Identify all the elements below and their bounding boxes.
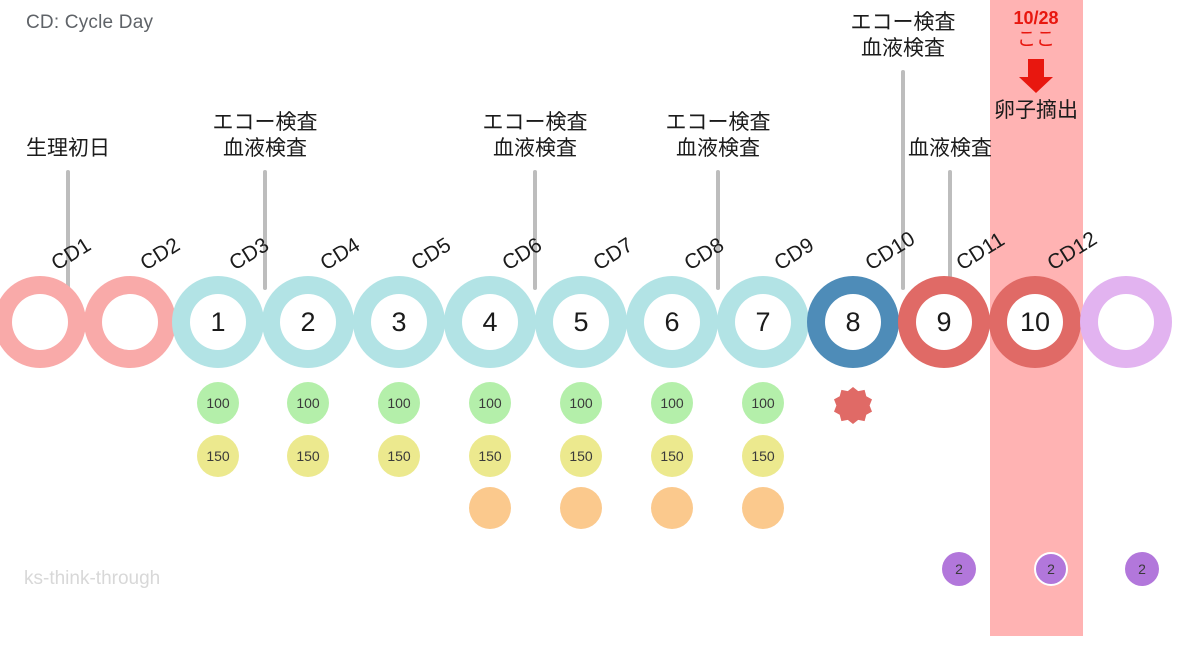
egg-retrieval-callout: 10/28 ここ 卵子摘出	[994, 8, 1078, 123]
medication-dot-yellow[interactable]: 150	[469, 435, 511, 477]
event-label: エコー検査血液検査	[483, 110, 588, 161]
event-label-line: 血液検査	[676, 136, 760, 160]
day-node-empty[interactable]	[84, 276, 176, 368]
event-label-line: 血液検査	[223, 136, 307, 160]
cycle-day-tick-cd8: CD8	[679, 233, 728, 276]
event-label-line: 血液検査	[861, 36, 945, 60]
day-node-number	[12, 294, 68, 350]
medication-dot-orange[interactable]	[742, 487, 784, 529]
day-node-number: 1	[190, 294, 246, 350]
cycle-day-tick-cd5: CD5	[406, 233, 455, 276]
day-node-number: 8	[825, 294, 881, 350]
callout-date: 10/28	[1013, 8, 1059, 28]
cycle-day-tick-cd2: CD2	[136, 233, 185, 276]
day-node-8[interactable]: 8	[807, 276, 899, 368]
watermark-label: ks-think-through	[24, 568, 161, 589]
event-label: エコー検査血液検査	[213, 110, 318, 161]
medication-dot-green[interactable]: 100	[469, 382, 511, 424]
event-label: 生理初日	[26, 136, 110, 162]
event-label-line: エコー検査	[482, 111, 588, 134]
day-node-number	[1098, 294, 1154, 350]
day-node-9[interactable]: 9	[898, 276, 990, 368]
day-node-4[interactable]: 4	[444, 276, 536, 368]
medication-dot-purple[interactable]: 2	[942, 552, 976, 586]
medication-dot-green[interactable]: 100	[651, 382, 693, 424]
event-label-line: 血液検査	[493, 136, 577, 160]
cycle-day-tick-cd9: CD9	[770, 233, 819, 276]
day-node-1[interactable]: 1	[172, 276, 264, 368]
day-node-number: 6	[644, 294, 700, 350]
medication-dot-yellow[interactable]: 150	[651, 435, 693, 477]
trigger-shot-starburst-icon	[833, 386, 873, 426]
event-stem	[66, 170, 70, 290]
day-node-empty[interactable]	[0, 276, 86, 368]
event-stem	[263, 170, 267, 290]
event-label-line: 生理初日	[26, 137, 110, 160]
day-node-6[interactable]: 6	[626, 276, 718, 368]
cycle-day-tick-cd4: CD4	[315, 233, 364, 276]
day-node-number: 9	[916, 294, 972, 350]
cycle-day-tick-cd7: CD7	[588, 233, 637, 276]
cycle-day-tick-cd10: CD10	[860, 227, 919, 276]
event-label: エコー検査血液検査	[851, 10, 956, 61]
cycle-day-tick-cd1: CD1	[47, 233, 96, 276]
day-node-number	[102, 294, 158, 350]
day-node-number: 2	[280, 294, 336, 350]
medication-dot-green[interactable]: 100	[742, 382, 784, 424]
medication-dot-purple[interactable]: 2	[1125, 552, 1159, 586]
cycle-day-tick-cd6: CD6	[497, 233, 546, 276]
event-label: 血液検査	[908, 136, 992, 162]
event-label-line: 血液検査	[908, 137, 992, 160]
day-node-number: 7	[735, 294, 791, 350]
legend-cycle-day: CD: Cycle Day	[26, 12, 154, 33]
medication-dot-orange[interactable]	[560, 487, 602, 529]
medication-dot-purple[interactable]: 2	[1034, 552, 1068, 586]
medication-dot-yellow[interactable]: 150	[378, 435, 420, 477]
medication-dot-yellow[interactable]: 150	[287, 435, 329, 477]
event-stem	[901, 70, 905, 290]
day-node-7[interactable]: 7	[717, 276, 809, 368]
medication-dot-yellow[interactable]: 150	[197, 435, 239, 477]
event-label: エコー検査血液検査	[666, 110, 771, 161]
day-node-3[interactable]: 3	[353, 276, 445, 368]
day-node-10[interactable]: 10	[989, 276, 1081, 368]
medication-dot-green[interactable]: 100	[197, 382, 239, 424]
medication-dot-yellow[interactable]: 150	[742, 435, 784, 477]
day-node-empty[interactable]	[1080, 276, 1172, 368]
medication-dot-yellow[interactable]: 150	[560, 435, 602, 477]
medication-dot-green[interactable]: 100	[378, 382, 420, 424]
event-stem	[533, 170, 537, 290]
day-node-number: 4	[462, 294, 518, 350]
event-label-line: エコー検査	[665, 111, 771, 134]
day-node-number: 5	[553, 294, 609, 350]
callout-here-label: ここ	[1016, 28, 1055, 50]
event-label-line: エコー検査	[212, 111, 318, 134]
down-arrow-icon	[994, 53, 1078, 97]
event-label-line: エコー検査	[850, 11, 956, 34]
callout-action-label: 卵子摘出	[994, 98, 1078, 122]
medication-dot-green[interactable]: 100	[560, 382, 602, 424]
day-node-5[interactable]: 5	[535, 276, 627, 368]
medication-dot-orange[interactable]	[469, 487, 511, 529]
event-stem	[948, 170, 952, 290]
medication-dot-orange[interactable]	[651, 487, 693, 529]
event-stem	[716, 170, 720, 290]
day-node-2[interactable]: 2	[262, 276, 354, 368]
medication-dot-green[interactable]: 100	[287, 382, 329, 424]
day-node-number: 3	[371, 294, 427, 350]
day-node-number: 10	[1007, 294, 1063, 350]
